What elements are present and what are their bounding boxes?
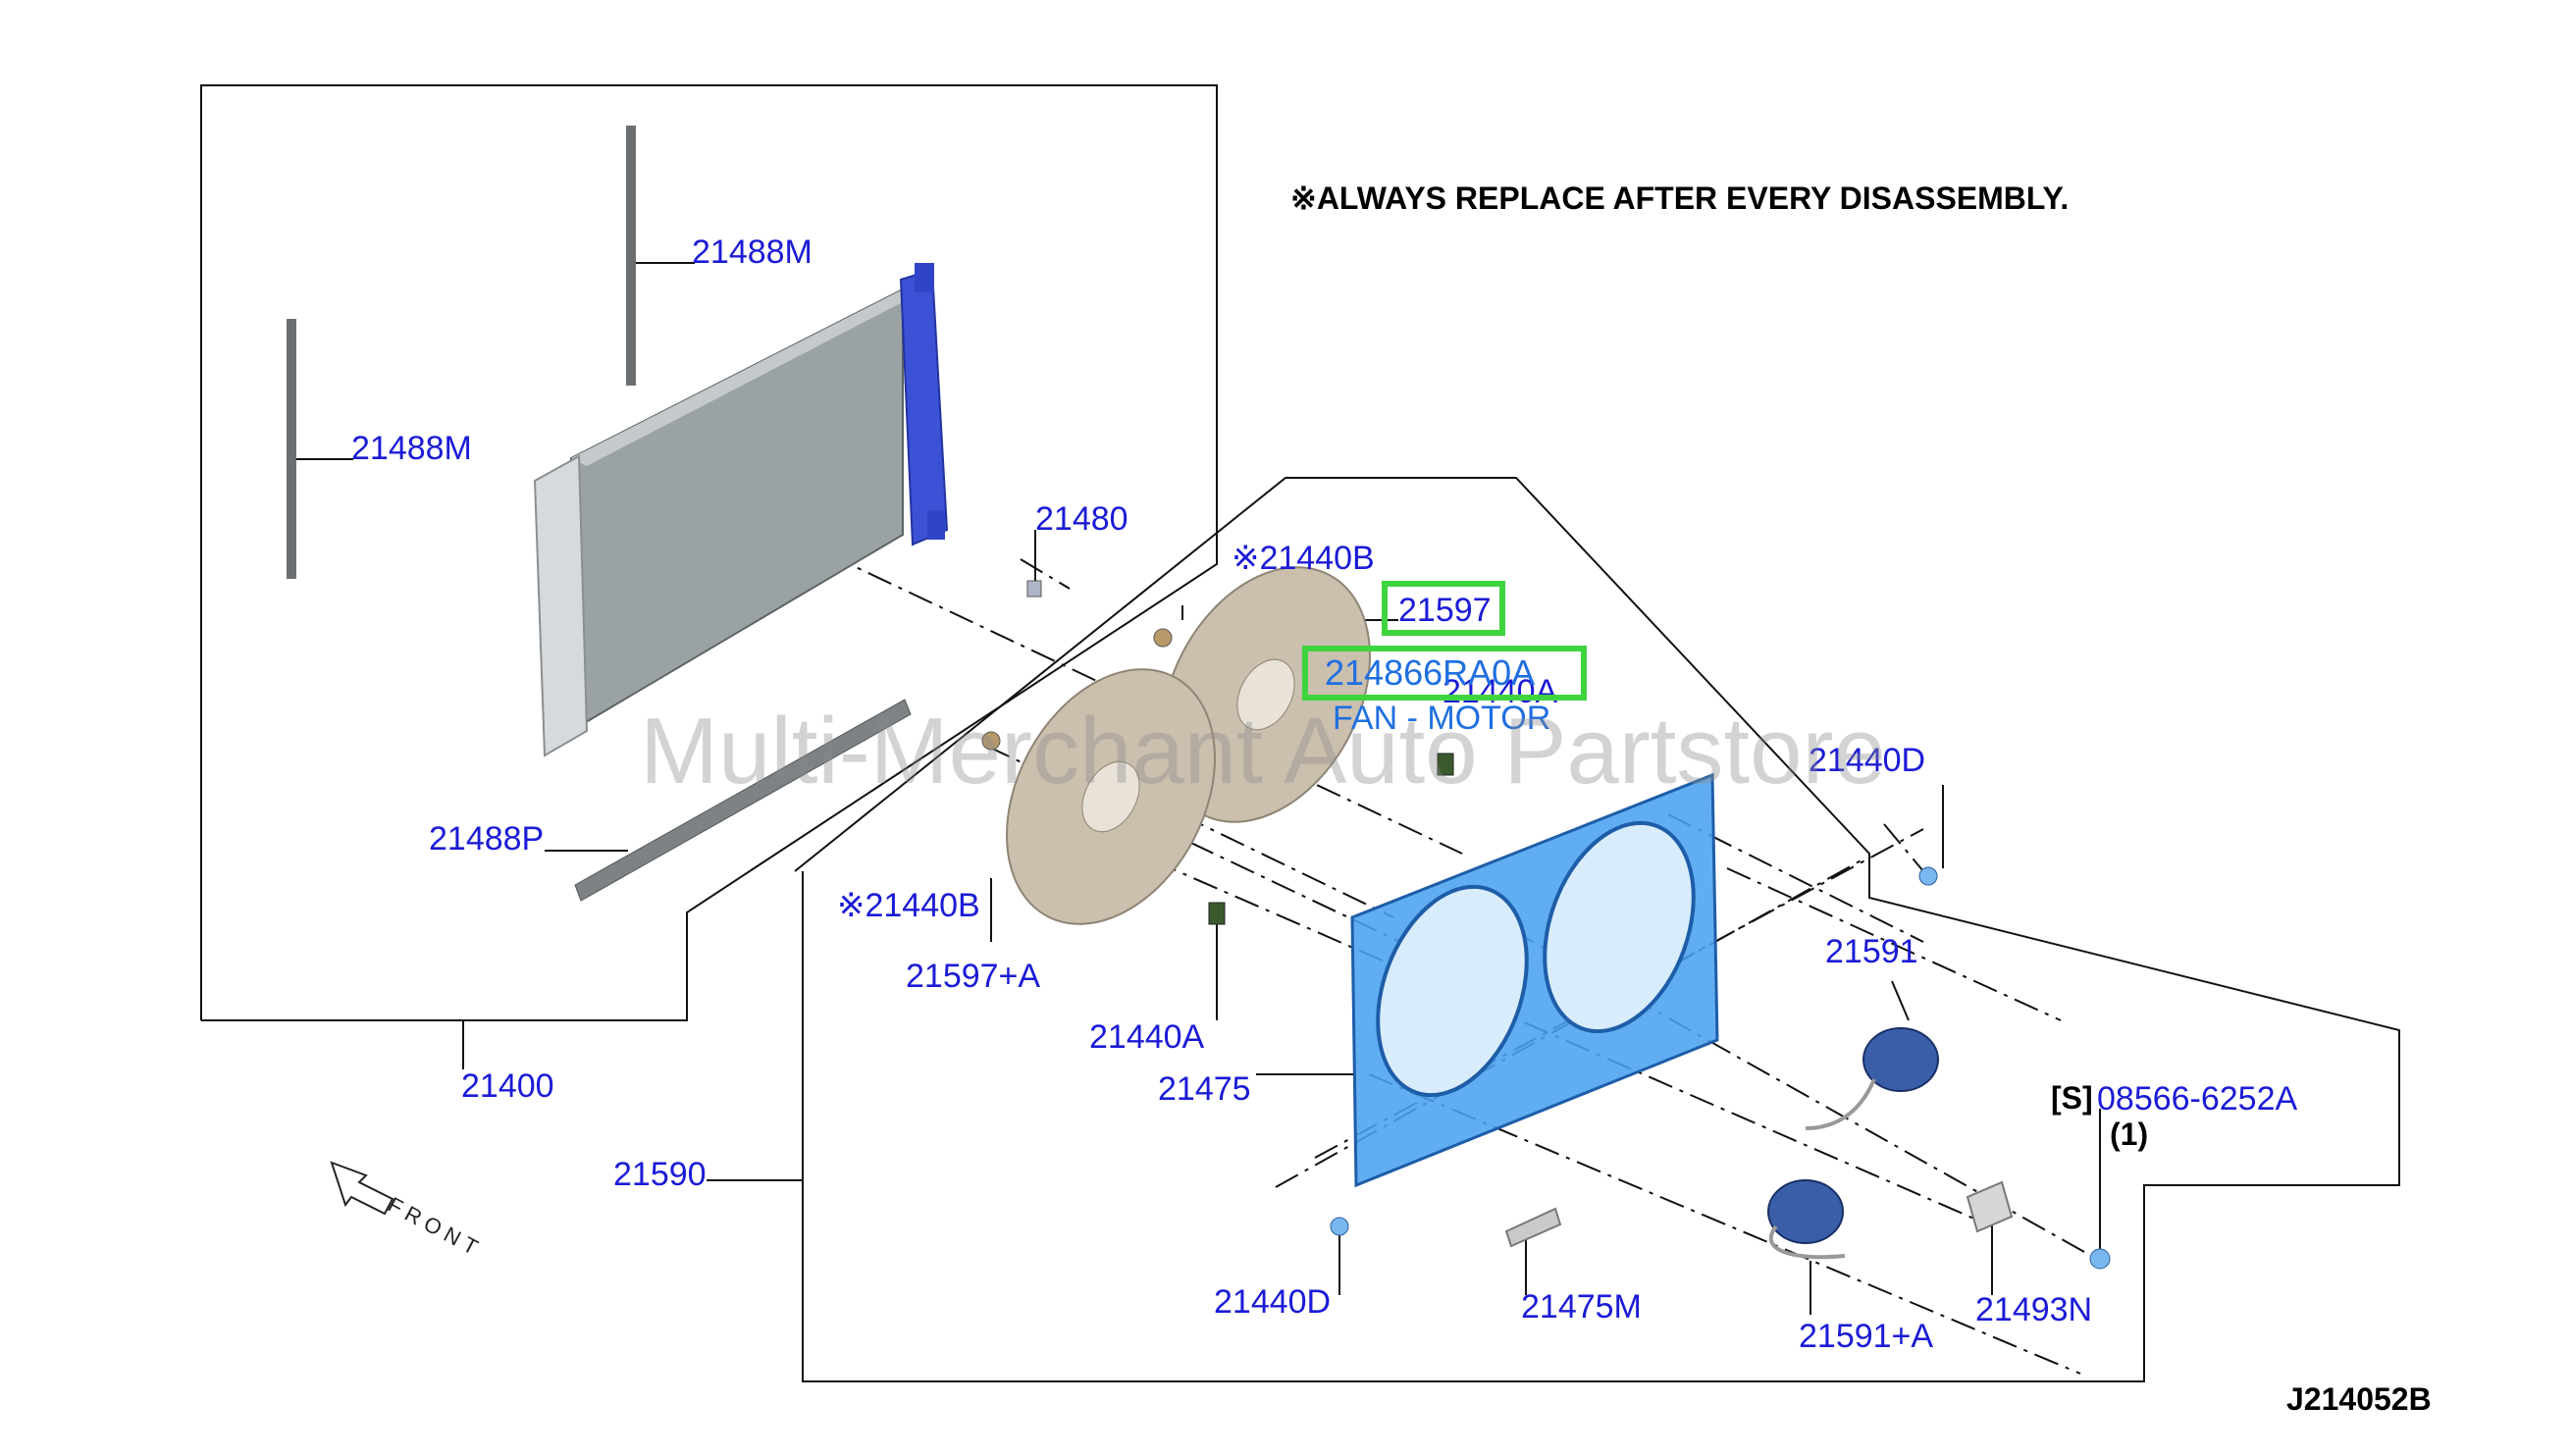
highlight-part-number[interactable]: 21597 <box>1398 592 1492 629</box>
callout-08566-6252a[interactable]: 08566-6252A <box>2097 1080 2298 1118</box>
callout-21440d-lower[interactable]: 21440D <box>1214 1283 1332 1321</box>
highlight-box-oem-number <box>1302 646 1587 701</box>
callout-21488p[interactable]: 21488P <box>429 820 545 858</box>
callout-21475[interactable]: 21475 <box>1158 1070 1251 1108</box>
fan-motor-21591-a <box>1767 1179 1846 1260</box>
callout-21480[interactable]: 21480 <box>1035 500 1128 538</box>
fan-blade-lower <box>1006 668 1216 925</box>
diagram-code: J214052B <box>2286 1381 2432 1417</box>
front-arrow-icon <box>330 1161 394 1216</box>
fan-assembly-outline <box>794 477 2400 1382</box>
drain-plug <box>1026 580 1042 598</box>
replacement-note: ※ALWAYS REPLACE AFTER EVERY DISASSEMBLY. <box>1290 181 2070 216</box>
lower-seal-strip <box>574 699 912 902</box>
callout-21488m-upper[interactable]: 21488M <box>692 234 813 271</box>
clip-21440a-upper <box>1437 753 1454 776</box>
highlight-description: FAN - MOTOR <box>1333 700 1551 737</box>
seal-strip-lower <box>287 319 296 579</box>
bolt-21440d-right <box>1918 866 1938 886</box>
callout-21440b-upper[interactable]: ※21440B <box>1232 540 1375 577</box>
bolt-21440d-lower <box>1330 1217 1349 1236</box>
highlight-oem-number[interactable]: 214866RA0A <box>1325 652 1536 693</box>
highlight-box-part-number <box>1382 581 1505 636</box>
callout-21591[interactable]: 21591 <box>1825 933 1918 970</box>
fan-resistor <box>1966 1180 2014 1233</box>
fan-shroud <box>1350 772 1719 1188</box>
bolt-08566 <box>2089 1248 2111 1270</box>
nut-21440b-upper <box>1153 628 1173 648</box>
callout-21591-a[interactable]: 21591+A <box>1799 1318 1934 1355</box>
callout-21488m-lower[interactable]: 21488M <box>351 430 472 467</box>
seal-strip-upper <box>626 126 636 386</box>
callout-21400[interactable]: 21400 <box>461 1067 554 1105</box>
radiator-core <box>533 263 949 757</box>
fan-motor-21591 <box>1805 1027 1939 1130</box>
nut-21440b-lower <box>981 731 1001 751</box>
callout-21440a-lower[interactable]: 21440A <box>1089 1018 1205 1056</box>
callout-21493n[interactable]: 21493N <box>1975 1291 2093 1328</box>
callout-08566-quantity: (1) <box>2110 1117 2149 1152</box>
callout-21590[interactable]: 21590 <box>613 1156 707 1193</box>
callout-21597-a[interactable]: 21597+A <box>906 958 1041 995</box>
callout-08566-prefix: [S] <box>2051 1080 2093 1116</box>
radiator-group-outline <box>200 84 1218 1021</box>
callout-21440b-lower[interactable]: ※21440B <box>837 887 980 924</box>
callout-21440a-upper[interactable]: 21440A <box>1442 673 1558 710</box>
callout-21475m[interactable]: 21475M <box>1521 1288 1642 1326</box>
callout-21440d-right[interactable]: 21440D <box>1809 742 1926 779</box>
shroud-bracket <box>1504 1207 1562 1248</box>
clip-21440a-lower <box>1208 902 1226 925</box>
